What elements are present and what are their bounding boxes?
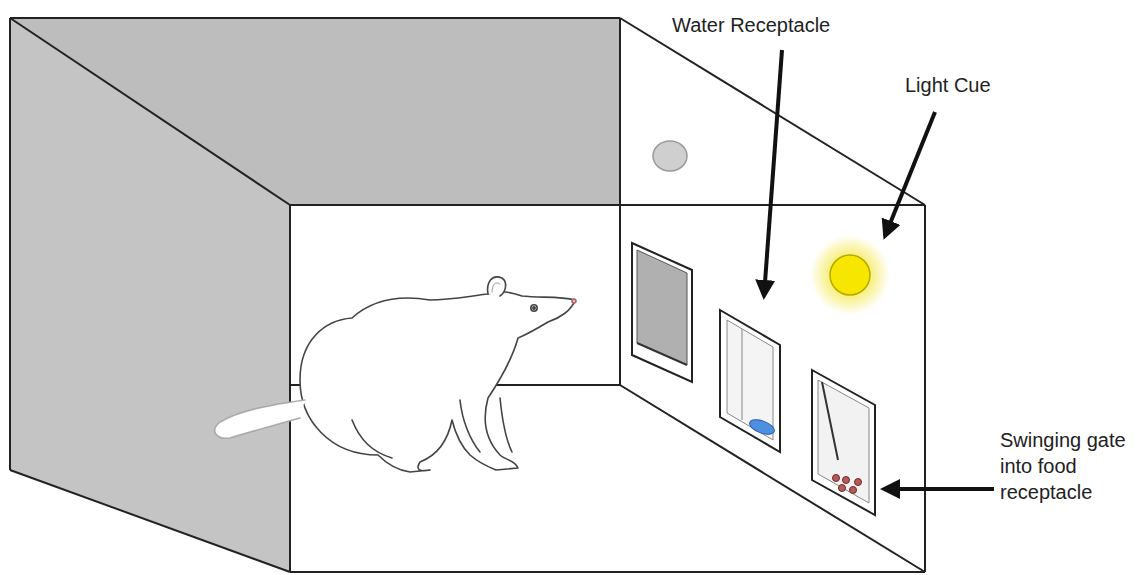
leader-arrow (764, 50, 782, 296)
rat-figure (215, 277, 576, 472)
leader-arrow (884, 487, 994, 491)
left-wall (10, 18, 290, 572)
right-wall (620, 18, 925, 572)
leader-arrows (764, 50, 994, 489)
light-cue (810, 235, 890, 315)
callout-label: Light Cue (905, 72, 1045, 98)
callout-label: Swinging gate into food receptacle (1000, 427, 1138, 505)
food-receptacle (812, 370, 875, 515)
callout-label: Water Receptacle (672, 12, 902, 38)
water-receptacle (720, 310, 780, 452)
leader-arrow (885, 112, 935, 236)
lever-opening (632, 243, 692, 382)
chamber-edges (10, 18, 925, 572)
house-light (653, 141, 687, 171)
